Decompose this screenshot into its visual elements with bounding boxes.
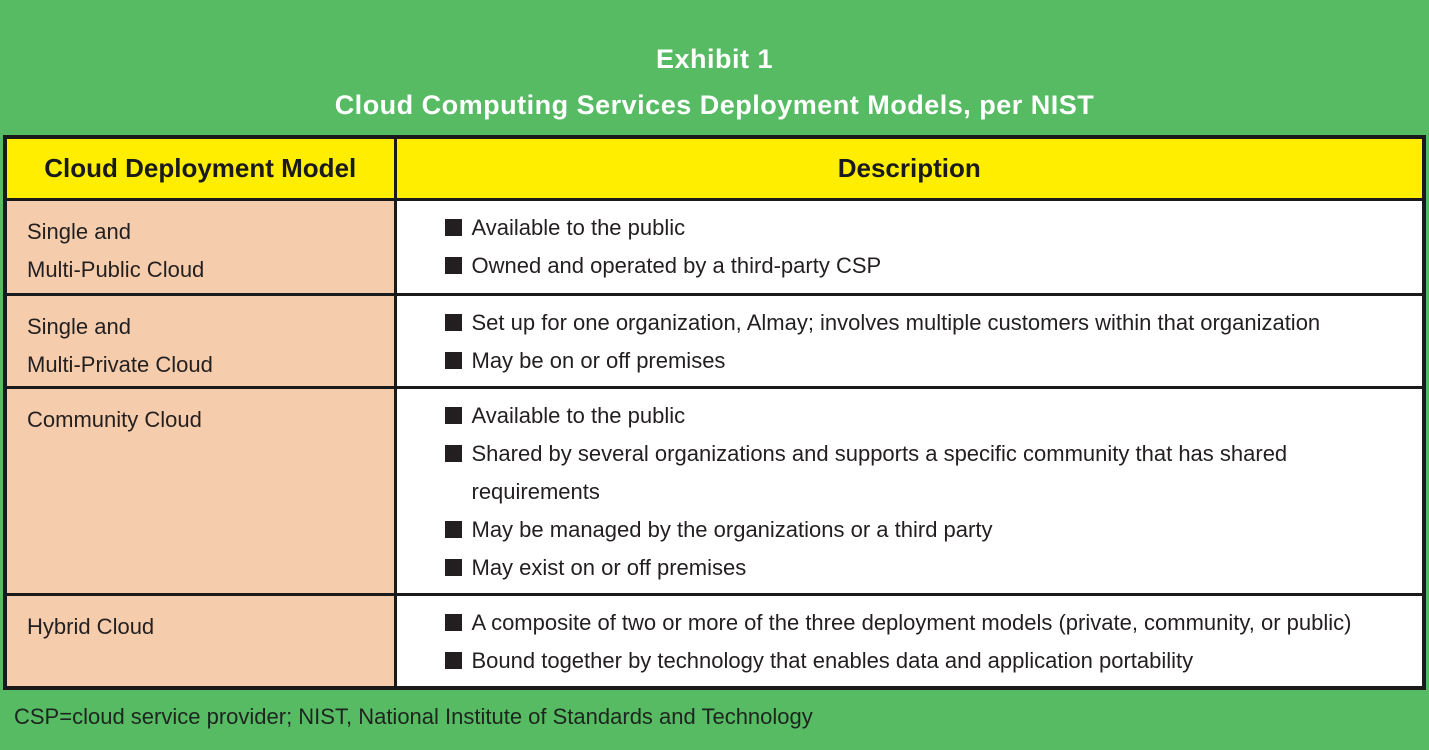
description-cell: Available to the public Shared by severa… (393, 385, 1426, 596)
bullet-item: May be managed by the organizations or a… (444, 511, 1403, 549)
bullet-square-icon (444, 444, 462, 462)
bullet-item: Available to the public (444, 209, 1403, 247)
table-row-hybrid-cloud: Hybrid Cloud A composite of two or more … (3, 592, 1426, 689)
bullet-text: Available to the public (471, 214, 686, 240)
bullet-square-icon (444, 406, 462, 424)
bullet-item: May exist on or off premises (444, 549, 1403, 587)
description-cell: Available to the public Owned and operat… (393, 197, 1426, 296)
bullet-text: Bound together by technology that enable… (471, 647, 1194, 673)
bullet-text: May be managed by the organizations or a… (471, 516, 993, 542)
description-cell: Set up for one organization, Almay; invo… (393, 292, 1426, 389)
bullet-square-icon (444, 351, 462, 369)
model-cell: Community Cloud (3, 385, 397, 596)
bullet-square-icon (444, 256, 462, 274)
table-row-private-cloud: Single and Multi-Private Cloud Set up fo… (3, 292, 1426, 389)
bullet-text: Shared by several organizations and supp… (471, 440, 1288, 504)
bullet-square-icon (444, 520, 462, 538)
deployment-models-table: Cloud Deployment Model Description Singl… (3, 135, 1426, 690)
model-cell: Single and Multi-Private Cloud (3, 292, 397, 389)
bullet-text: Owned and operated by a third-party CSP (471, 252, 882, 278)
table-row-public-cloud: Single and Multi-Public Cloud Available … (3, 197, 1426, 296)
bullet-item: Bound together by technology that enable… (444, 642, 1403, 680)
column-header-description: Description (393, 135, 1426, 201)
bullet-square-icon (444, 613, 462, 631)
bullet-item: Available to the public (444, 397, 1403, 435)
bullet-item: Owned and operated by a third-party CSP (444, 247, 1403, 285)
bullet-square-icon (444, 313, 462, 331)
bullet-square-icon (444, 558, 462, 576)
model-cell: Hybrid Cloud (3, 592, 397, 689)
bullet-text: May be on or off premises (471, 347, 726, 373)
bullet-item: Shared by several organizations and supp… (444, 435, 1403, 511)
bullet-text: May exist on or off premises (471, 554, 747, 580)
model-cell: Single and Multi-Public Cloud (3, 197, 397, 296)
bullet-text: A composite of two or more of the three … (471, 609, 1352, 635)
bullet-text: Set up for one organization, Almay; invo… (471, 309, 1321, 335)
table-header-row: Cloud Deployment Model Description (3, 135, 1426, 201)
description-cell: A composite of two or more of the three … (393, 592, 1426, 689)
footnote: CSP=cloud service provider; NIST, Nation… (14, 703, 813, 729)
bullet-square-icon (444, 651, 462, 669)
exhibit-title-block: Exhibit 1 Cloud Computing Services Deplo… (0, 0, 1429, 135)
table-row-community-cloud: Community Cloud Available to the public … (3, 385, 1426, 596)
bullet-square-icon (444, 218, 462, 236)
column-header-model: Cloud Deployment Model (3, 135, 397, 201)
bullet-item: A composite of two or more of the three … (444, 604, 1403, 642)
bullet-item: Set up for one organization, Almay; invo… (444, 304, 1403, 342)
bullet-text: Available to the public (471, 402, 686, 428)
exhibit-number: Exhibit 1 (655, 44, 774, 74)
bullet-item: May be on or off premises (444, 342, 1403, 380)
exhibit-caption: Cloud Computing Services Deployment Mode… (334, 90, 1095, 120)
